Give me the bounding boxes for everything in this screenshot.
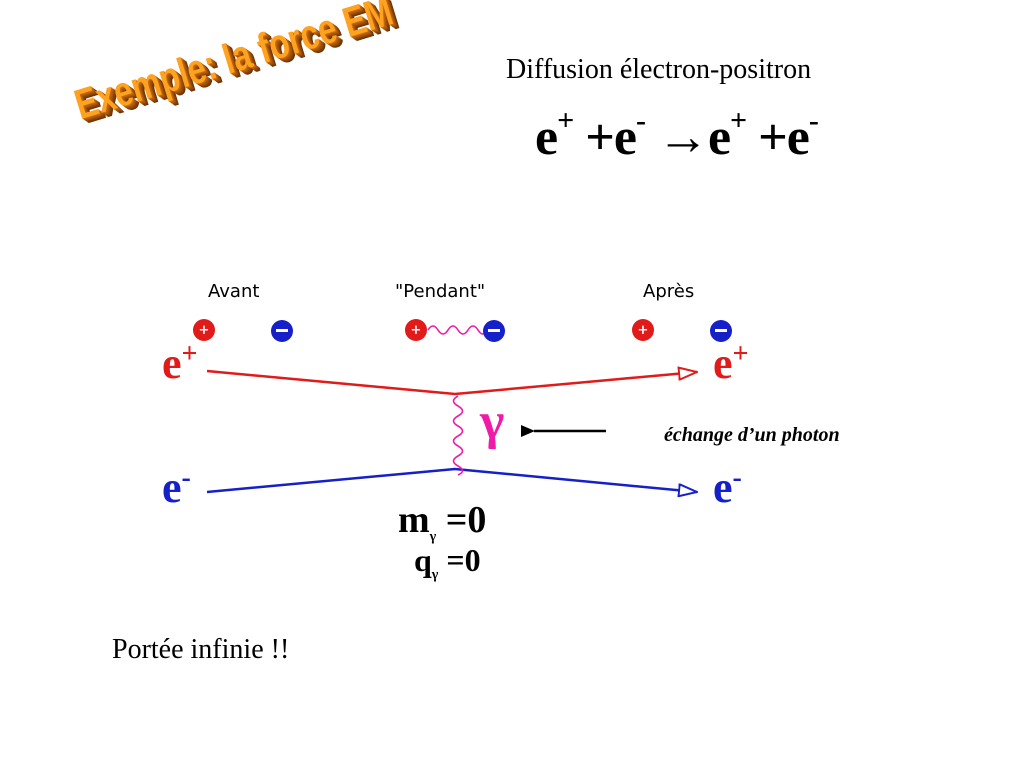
- photon-exchange-annotation: échange d’un photon: [664, 424, 840, 446]
- eq-electron-out-sign: -: [808, 103, 819, 137]
- reaction-equation: e+ +e- →e+ +e-: [535, 104, 819, 167]
- label-positron-out: e+: [713, 338, 749, 389]
- infinite-range-note: Portée infinie !!: [112, 634, 290, 665]
- electron-ball-before: [271, 320, 293, 342]
- positron-ball-before: +: [193, 319, 215, 341]
- positron-ball-during: +: [405, 319, 427, 341]
- eq-plus-1: +: [573, 109, 615, 166]
- photon-wave-during: [427, 325, 488, 335]
- eq-positron-sign: +: [557, 103, 574, 137]
- label-positron-out-letter: e: [713, 339, 733, 388]
- photon-exchange-line: [452, 395, 464, 476]
- photon-gamma-label: γ: [480, 393, 505, 450]
- electron-worldline: [206, 467, 697, 492]
- label-electron-in-sign: -: [181, 462, 191, 494]
- positron-ball-after: +: [632, 319, 654, 341]
- photon-mass: mγ =0: [398, 498, 486, 546]
- label-electron-out-letter: e: [713, 463, 733, 512]
- eq-electron: e: [613, 109, 637, 166]
- svg-text:+: +: [411, 323, 422, 338]
- photon-mass-value: =0: [436, 499, 487, 541]
- eq-positron-out-sign: +: [730, 103, 747, 137]
- eq-electron-out: e: [786, 109, 810, 166]
- label-electron-in-letter: e: [162, 463, 182, 512]
- label-positron-in-letter: e: [162, 339, 182, 388]
- phase-label-during: "Pendant": [395, 281, 486, 302]
- label-positron-out-sign: +: [732, 338, 749, 370]
- phase-label-after: Après: [643, 281, 695, 302]
- photon-charge-symbol: q: [414, 542, 432, 578]
- phase-label-before: Avant: [208, 281, 260, 302]
- eq-positron: e: [535, 109, 558, 166]
- eq-arrow: →: [644, 109, 709, 166]
- photon-mass-symbol: m: [398, 499, 430, 541]
- label-electron-in: e-: [162, 462, 191, 513]
- electron-ball-after: [710, 320, 732, 342]
- reaction-subtitle: Diffusion électron-positron: [506, 54, 812, 85]
- electron-ball-during: [483, 320, 505, 342]
- label-electron-out-sign: -: [732, 462, 742, 494]
- photon-charge: qγ =0: [414, 542, 481, 583]
- photon-charge-sub: γ: [431, 567, 439, 583]
- eq-plus-2: +: [746, 109, 788, 166]
- eq-electron-sign: -: [635, 103, 646, 137]
- svg-text:+: +: [638, 323, 649, 338]
- eq-positron-out: e: [707, 109, 731, 166]
- label-positron-in: e+: [162, 338, 198, 389]
- label-positron-in-sign: +: [181, 338, 198, 370]
- label-electron-out: e-: [713, 462, 742, 513]
- photon-charge-value: =0: [438, 542, 481, 578]
- photon-mass-sub: γ: [429, 529, 437, 545]
- positron-worldline: [206, 371, 697, 396]
- svg-text:+: +: [199, 323, 210, 338]
